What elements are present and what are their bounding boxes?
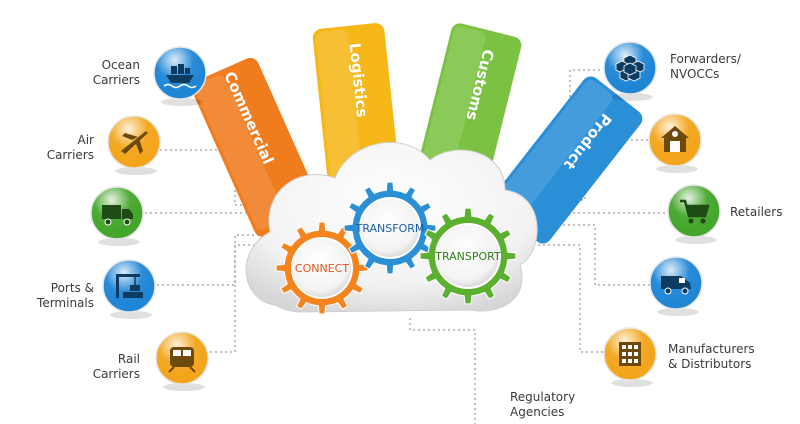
port-crane-icon-glyph: [116, 274, 143, 298]
cubes-icon-glyph: [615, 54, 645, 82]
shopping-cart-icon-glyph: [680, 199, 710, 224]
label-retailers: Retailers: [730, 205, 783, 219]
cubes-icon: [603, 41, 657, 101]
van-icon: [649, 256, 703, 316]
truck-icon-glyph: [102, 205, 133, 226]
tab-product-highlight: [497, 79, 613, 217]
gear-transport-hub: [435, 223, 501, 289]
gear-transport-label: TRANSPORT: [434, 250, 501, 263]
gear-connect: CONNECT: [275, 221, 369, 315]
label-ports-terminals: Ports & Terminals: [37, 281, 94, 310]
tab-product: Product: [491, 76, 643, 244]
gears-group: CONNECT TRANSFORM TRANSPORT: [275, 181, 517, 315]
label-rail-carriers: Rail Carriers: [92, 352, 140, 381]
connector-regulatory: [409, 318, 476, 424]
factory-icon-glyph: [619, 342, 641, 366]
airplane-icon-glyph: [121, 131, 148, 154]
node-left-0-shadow: [161, 98, 203, 106]
gear-transport: TRANSPORT: [419, 207, 517, 305]
node-left-4-shadow: [163, 383, 205, 391]
shopping-cart-icon: [667, 184, 721, 244]
node-left-2-shadow: [98, 238, 140, 246]
warehouse-icon-glyph: [661, 126, 689, 152]
gear-transform-label: TRANSFORM: [355, 222, 425, 235]
node-right-0-shadow: [611, 93, 653, 101]
ship-icon: [153, 46, 207, 106]
label-manufacturers: Manufacturers & Distributors: [668, 342, 755, 371]
node-right-2-shadow: [675, 236, 717, 244]
label-forwarders: Forwarders/ NVOCCs: [670, 52, 741, 81]
node-right-1-shadow: [656, 165, 698, 173]
gear-transform-hub: [359, 197, 421, 259]
gear-connect-hub: [291, 237, 353, 299]
label-ocean-carriers: Ocean Carriers: [92, 58, 140, 87]
node-left-1-shadow: [115, 167, 157, 175]
airplane-icon: [107, 115, 161, 175]
label-regulatory-agencies: Regulatory Agencies: [510, 390, 576, 419]
node-left-3-shine: [103, 260, 155, 312]
connector-manufacturers: [515, 244, 603, 353]
node-right-3-shadow: [657, 308, 699, 316]
train-icon: [155, 331, 209, 391]
gear-connect-label: CONNECT: [295, 262, 349, 275]
tab-logistics-highlight: [315, 29, 364, 196]
tab-customs-highlight: [417, 26, 486, 192]
node-icons: [90, 41, 721, 391]
truck-icon: [90, 186, 144, 246]
port-crane-icon: [102, 259, 156, 319]
train-icon-glyph: [168, 347, 196, 373]
van-icon-glyph: [661, 276, 691, 295]
ship-icon-glyph: [163, 64, 197, 89]
factory-icon: [603, 327, 657, 387]
warehouse-icon: [648, 113, 702, 173]
node-right-4-shadow: [611, 379, 653, 387]
tab-product-bg: [491, 76, 643, 244]
label-air-carriers: Air Carriers: [46, 133, 94, 162]
tab-commercial-highlight: [195, 74, 286, 230]
gear-transform: TRANSFORM: [343, 181, 437, 275]
connector-forwarders: [505, 69, 600, 186]
connector-van: [520, 224, 650, 286]
node-left-3-shadow: [110, 311, 152, 319]
